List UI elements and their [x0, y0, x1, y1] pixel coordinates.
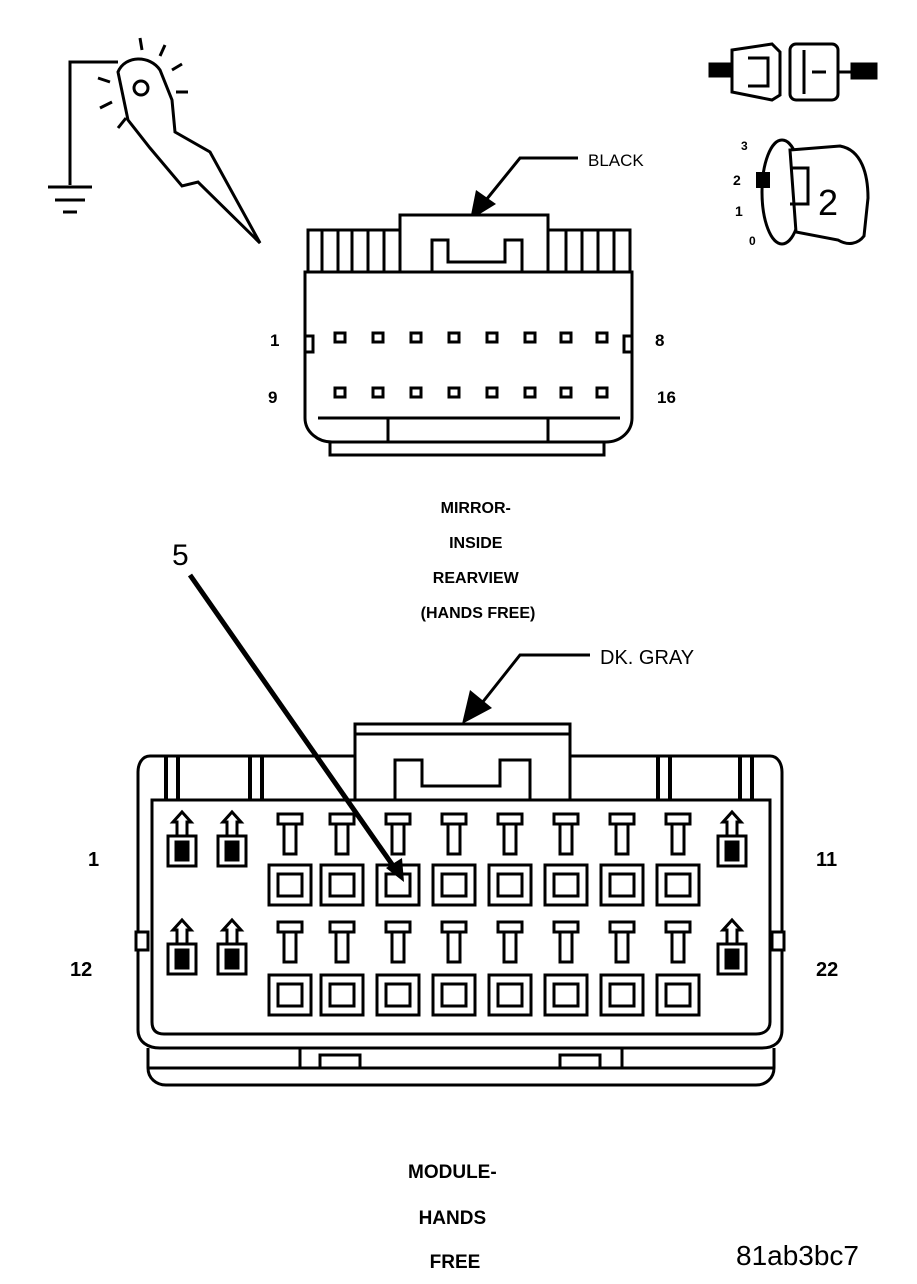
- module-terminal: [655, 920, 701, 1017]
- mirror-pin-cavity: [595, 331, 609, 344]
- module-terminal: [487, 920, 533, 1017]
- mirror-pin-label-8: 8: [655, 331, 664, 350]
- mirror-pin-cavity: [409, 331, 423, 344]
- mirror-pin-label-16: 16: [657, 388, 676, 407]
- mirror-connector: BLACK: [268, 151, 676, 622]
- module-terminal: [543, 812, 589, 907]
- mirror-pin-cavity: [485, 386, 499, 399]
- module-title: MODULE- HANDS FREE: [408, 1162, 502, 1273]
- disconnect-connector-icon: [708, 42, 878, 102]
- module-cavity-latch: [216, 917, 248, 976]
- ignition-key-number: 2: [818, 182, 838, 223]
- figure-id: 81ab3bc7: [736, 1240, 859, 1271]
- module-cavity-latch: [716, 809, 748, 868]
- mirror-pin-cavity: [595, 386, 609, 399]
- mirror-pin-cavity: [371, 386, 385, 399]
- mirror-pin-cavity: [371, 331, 385, 344]
- module-terminal: [543, 920, 589, 1017]
- module-cavity-latch: [716, 917, 748, 976]
- mirror-pin-cavity: [333, 386, 347, 399]
- mirror-pin-cavity: [523, 331, 537, 344]
- module-pin-callout: 5: [172, 539, 189, 572]
- mirror-pin-cavity: [447, 386, 461, 399]
- ignition-position-3: 3: [741, 139, 748, 153]
- module-connector: DK. GRAY: [70, 539, 838, 1273]
- module-pin-label-22: 22: [816, 959, 838, 981]
- mirror-pin-cavity: [333, 331, 347, 344]
- module-terminal: [655, 812, 701, 907]
- module-color-callout: DK. GRAY: [600, 647, 694, 669]
- mirror-pin-cavity: [559, 331, 573, 344]
- test-probe-icon: [68, 37, 262, 245]
- mirror-pin-label-1: 1: [270, 331, 279, 350]
- module-pin-label-12: 12: [70, 959, 92, 981]
- ignition-position-0: 0: [749, 234, 756, 248]
- ignition-position-1: 1: [735, 203, 743, 219]
- mirror-pin-cavity: [559, 386, 573, 399]
- ignition-key-icon: 3 2 1 0 2: [733, 138, 870, 248]
- module-terminal: [319, 920, 365, 1017]
- mirror-pin-cavity: [523, 386, 537, 399]
- ground-symbol-icon: [48, 185, 92, 214]
- mirror-color-callout: BLACK: [588, 151, 644, 170]
- module-cavity-latch: [166, 917, 198, 976]
- ignition-position-2: 2: [733, 172, 741, 188]
- mirror-pin-cavity: [447, 331, 461, 344]
- module-terminal: [487, 812, 533, 907]
- module-terminal: [431, 812, 477, 907]
- module-terminal: [267, 812, 313, 907]
- mirror-pin-cavity: [409, 386, 423, 399]
- module-terminal: [599, 812, 645, 907]
- mirror-pin-label-9: 9: [268, 388, 277, 407]
- mirror-pin-cavity: [485, 331, 499, 344]
- mirror-title: MIRROR- INSIDE REARVIEW (HANDS FREE): [421, 500, 536, 622]
- module-terminal: [375, 920, 421, 1017]
- module-cavity-latch: [166, 809, 198, 868]
- module-pin-label-1: 1: [88, 849, 99, 871]
- module-terminal: [267, 920, 313, 1017]
- module-terminal: [599, 920, 645, 1017]
- module-cavity-latch: [216, 809, 248, 868]
- module-pin-label-11: 11: [816, 849, 837, 871]
- module-terminal: [319, 812, 365, 907]
- mirror-pin-cavities: [333, 331, 609, 399]
- module-pin-cavities: [166, 809, 748, 1017]
- module-terminal: [431, 920, 477, 1017]
